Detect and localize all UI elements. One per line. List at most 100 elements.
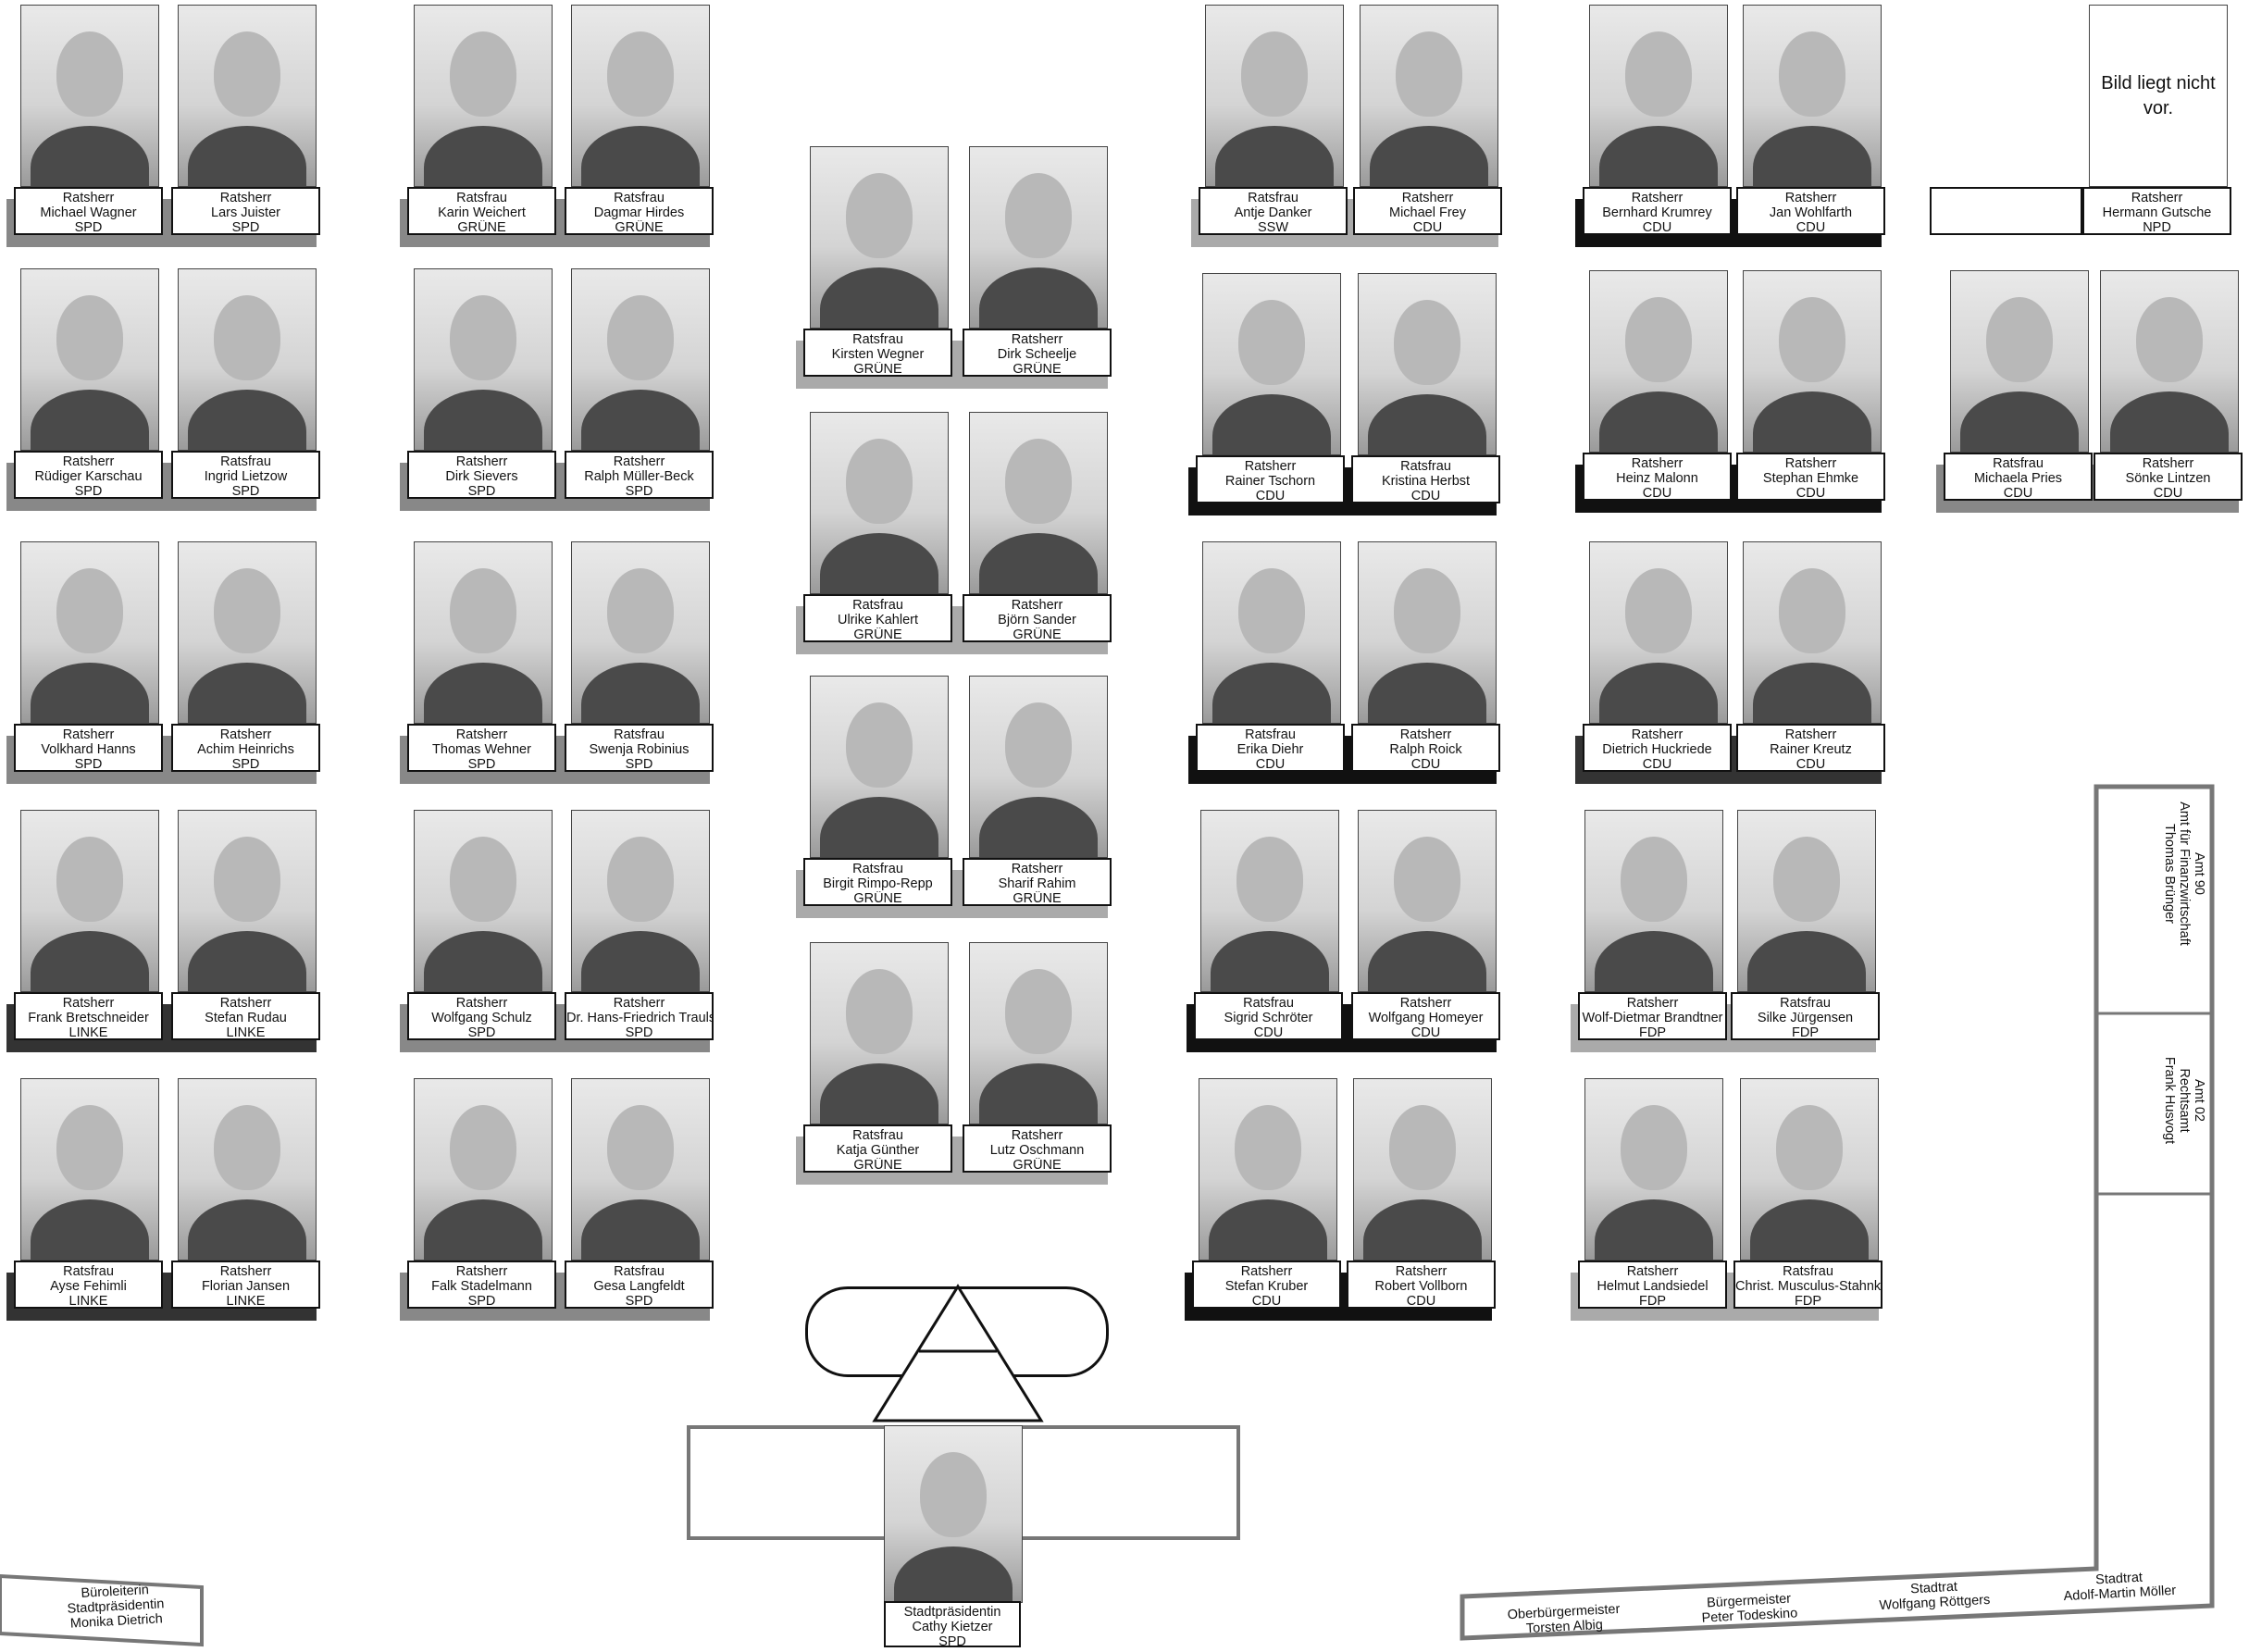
office-amt90: Amt 90 Amt für Finanzwirtschaft Thomas B… [2162,781,2206,966]
member-name: Dagmar Hirdes [566,205,712,220]
member-photo [178,810,317,992]
member-photo [1202,273,1341,455]
member-title: Ratsherr [566,996,712,1011]
member-name: Michaela Pries [1945,471,2091,486]
podium-triangle [861,1282,1055,1430]
member-title: Ratsherr [16,996,161,1011]
member-party: GRÜNE [805,1158,951,1173]
member-label: RatsherrLutz OschmannGRÜNE [963,1124,1112,1173]
member-party: GRÜNE [409,220,554,235]
member-party: SPD [173,757,318,772]
chair-photo [884,1425,1023,1603]
member-name: Rainer Tschorn [1198,474,1343,489]
member-photo [2100,270,2239,453]
member-photo [414,541,553,724]
member-photo [1358,541,1497,724]
member-name: Ralph Müller-Beck [566,469,712,484]
member-party: CDU [1738,220,1883,235]
member-name: Thomas Wehner [409,742,554,757]
member-title: Ratsherr [16,191,161,205]
member-photo [178,1078,317,1261]
member-title: Ratsfrau [1945,456,2091,471]
member-party: LINKE [173,1025,318,1040]
chair-title: Stadtpräsidentin [886,1605,1019,1620]
member-party: CDU [1353,489,1498,503]
member-photo [1199,1078,1337,1261]
amt90-number: Amt 90 [2192,781,2206,966]
member-photo [810,942,949,1124]
member-party: CDU [1198,757,1343,772]
member-label: RatsherrLars JuisterSPD [171,187,320,235]
member-photo [1202,541,1341,724]
member-title: Ratsherr [409,996,554,1011]
member-label: RatsherrDirk SieversSPD [407,451,556,499]
member-photo [1358,273,1497,455]
member-party: CDU [1355,220,1500,235]
member-title: Ratsherr [964,332,1110,347]
member-photo [571,810,710,992]
member-party: GRÜNE [964,362,1110,377]
member-photo [414,268,553,451]
member-name: Stephan Ehmke [1738,471,1883,486]
empty-seat-box [1930,187,2082,235]
member-photo [1743,270,1882,453]
member-photo [20,541,159,724]
member-name: Katja Günther [805,1143,951,1158]
member-party: SPD [16,757,161,772]
member-name: Antje Danker [1200,205,1346,220]
member-title: Ratsherr [173,996,318,1011]
member-title: Ratsfrau [1196,996,1341,1011]
member-photo [178,541,317,724]
member-name: Falk Stadelmann [409,1279,554,1294]
member-title: Ratsherr [1738,727,1883,742]
member-name: Achim Heinrichs [173,742,318,757]
member-title: Ratsherr [964,598,1110,613]
member-name: Sönke Lintzen [2095,471,2241,486]
member-title: Ratsherr [1738,456,1883,471]
member-party: GRÜNE [964,1158,1110,1173]
member-photo [810,676,949,858]
member-name: Dr. Hans-Friedrich Traulsen [566,1011,712,1025]
member-photo [571,541,710,724]
member-title: Ratsfrau [1198,727,1343,742]
member-label: RatsfrauIngrid LietzowSPD [171,451,320,499]
member-party: SPD [566,757,712,772]
member-party: SPD [16,220,161,235]
member-name: Björn Sander [964,613,1110,627]
member-name: Rainer Kreutz [1738,742,1883,757]
member-title: Ratsherr [2084,191,2230,205]
member-photo [1743,5,1882,187]
member-name: Kirsten Wegner [805,347,951,362]
member-photo [969,412,1108,594]
amt02-number: Amt 02 [2192,1008,2206,1193]
member-party: SPD [173,484,318,499]
member-party: LINKE [16,1294,161,1309]
member-name: Hermann Gutsche [2084,205,2230,220]
member-title: Ratsherr [1353,727,1498,742]
member-party: SPD [409,484,554,499]
member-party: SPD [173,220,318,235]
member-name: Ulrike Kahlert [805,613,951,627]
member-photo [969,676,1108,858]
member-title: Ratsherr [2095,456,2241,471]
member-party: CDU [1584,486,1730,501]
member-label: RatsherrBernhard KrumreyCDU [1583,187,1732,235]
member-title: Ratsherr [1355,191,1500,205]
member-name: Florian Jansen [173,1279,318,1294]
member-title: Ratsfrau [805,862,951,876]
member-photo [1743,541,1882,724]
member-title: Ratsherr [16,454,161,469]
member-title: Ratsherr [1198,459,1343,474]
